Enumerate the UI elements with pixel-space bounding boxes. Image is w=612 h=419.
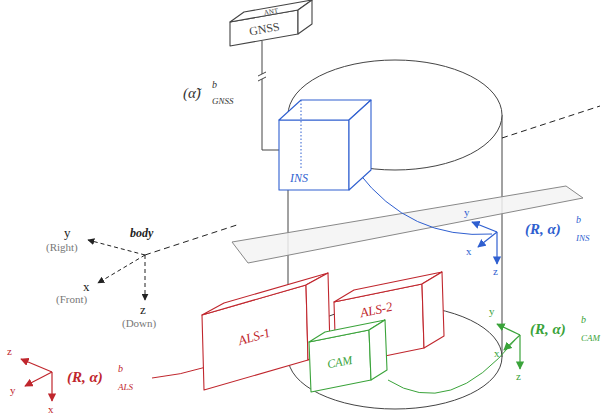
frame-label: (α̃) (183, 86, 201, 101)
frame-label: (R, α) (530, 322, 566, 337)
superscript: b (118, 364, 123, 374)
axis-label: x (83, 280, 90, 293)
superscript: b (581, 315, 586, 325)
frame-name: body (130, 227, 153, 239)
axis-label: y (64, 226, 71, 239)
mounting-plate (232, 186, 583, 263)
frame-label: (R, α) (525, 222, 561, 237)
ins-box: INS (275, 92, 375, 194)
body-frame-axes (88, 240, 145, 300)
axis-label: y (489, 306, 495, 317)
axis-label: y (10, 385, 16, 396)
axis-label: z (7, 346, 12, 357)
axis-label: x (48, 404, 54, 415)
axis-label: x (494, 348, 500, 359)
axis-label: z (516, 371, 521, 382)
subscript: ALS (118, 383, 133, 392)
sensor-name: ANT (263, 7, 278, 16)
axis-label: x (466, 246, 472, 257)
subscript: CAM (581, 334, 600, 343)
camera-box: CAM (305, 310, 391, 396)
axis-direction: (Front) (56, 294, 87, 305)
axis-label: z (140, 303, 146, 316)
axis-direction: (Down) (122, 318, 156, 329)
axis-label: z (493, 266, 498, 277)
axis-label: y (464, 207, 470, 218)
cuboid-outline (305, 310, 391, 396)
subscript: GNSS (212, 97, 234, 106)
superscript: b (212, 80, 217, 90)
frame-label: (R, α) (67, 370, 103, 385)
subscript: INS (576, 234, 590, 243)
sensor-name: INS (290, 172, 308, 184)
axis-direction: (Right) (46, 242, 78, 253)
gnss-antenna-box: ANTGNSS (226, 0, 318, 48)
superscript: b (576, 215, 581, 225)
ins-frame-axes (358, 172, 497, 264)
